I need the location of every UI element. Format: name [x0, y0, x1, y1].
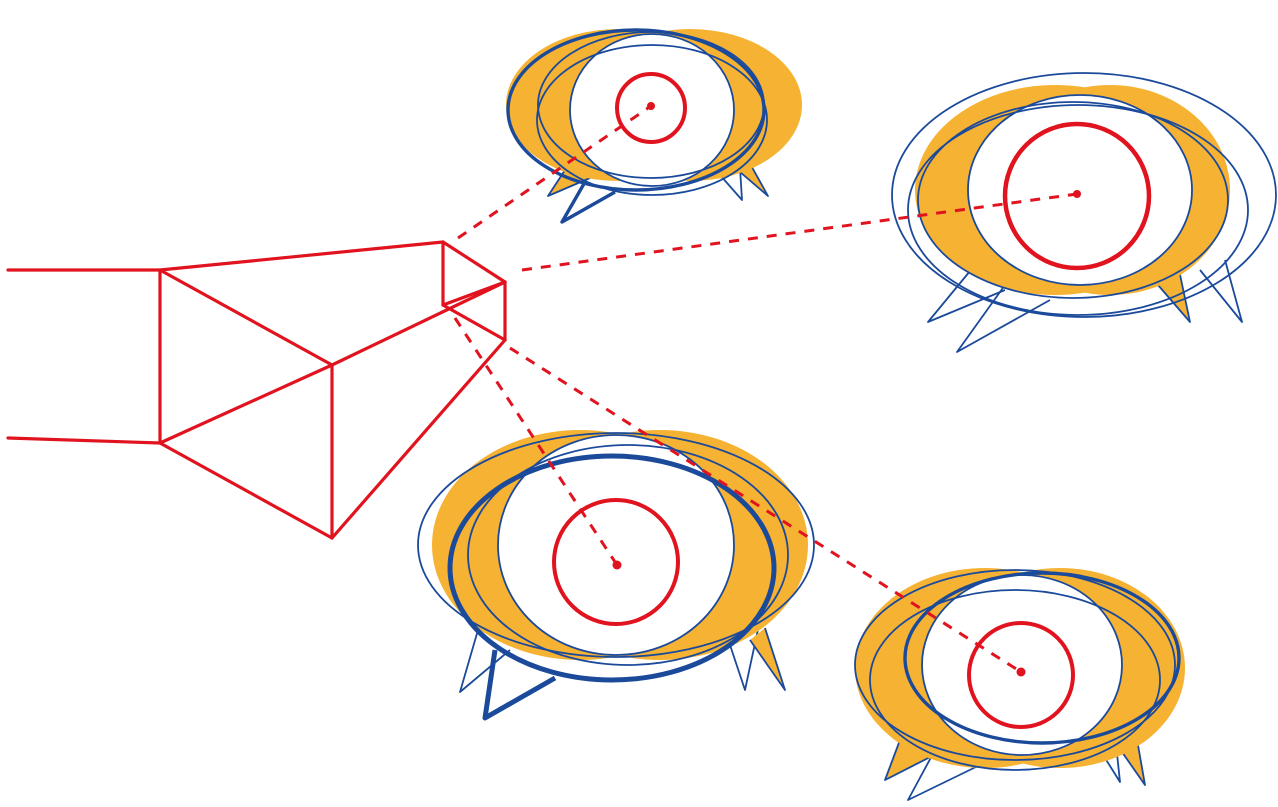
projector-edge-11	[441, 240, 507, 284]
projector-edge-5	[158, 268, 334, 367]
projector-edge-15	[330, 338, 507, 540]
projection-beam-4	[509, 346, 1022, 674]
bubble-tail-3	[956, 284, 1051, 353]
bubble-tail-3	[560, 181, 616, 224]
target-ring	[967, 621, 1075, 729]
speech-bubble-icon-3	[869, 589, 1161, 771]
bubble-tail-4	[1199, 259, 1243, 323]
projector-edge-13	[441, 303, 507, 342]
speech-bubble-icon-1	[417, 432, 815, 658]
bubble-inner-1	[497, 434, 735, 656]
speech-bubble-icon-1	[854, 569, 1176, 761]
speech-bubble-icon-2	[903, 571, 1181, 745]
speech-bubble-layer	[417, 28, 1277, 801]
target-ring	[615, 72, 687, 144]
projector-edge-6	[158, 363, 334, 445]
target-ring	[1002, 121, 1152, 271]
projection-beam-1	[457, 104, 652, 240]
speech-bubble-icon-1	[891, 72, 1277, 318]
speech-bubble-icon-2	[506, 28, 766, 192]
speech-bubble-icon-2	[917, 101, 1229, 299]
speech-bubble-group-right	[891, 72, 1277, 353]
target-center-dot	[612, 560, 622, 570]
target-circle-icon-3	[552, 498, 680, 626]
target-center-dot	[1073, 190, 1081, 198]
speech-bubble-group-top	[506, 28, 802, 224]
projector-outline-icon	[6, 240, 507, 540]
projection-beam-layer	[453, 104, 1078, 674]
speech-bubble-icon-3	[536, 44, 768, 196]
speech-bubble-icon-3	[467, 444, 789, 666]
speech-bubble-icon-3	[907, 104, 1249, 316]
bubble-tail-1	[547, 169, 591, 197]
target-circle-icon-4	[967, 621, 1075, 729]
speech-bubble-group-bottom-right	[854, 568, 1185, 801]
target-center-dot	[1016, 667, 1026, 677]
target-center-dot	[647, 102, 655, 110]
projector-edge-4	[158, 240, 445, 272]
target-ring	[552, 498, 680, 626]
bubble-inner-1	[569, 33, 735, 187]
bubble-tail-1	[927, 264, 1006, 323]
projector-edge-14	[441, 280, 507, 307]
target-circle-icon-1	[615, 72, 687, 144]
bubble-tail-4	[749, 627, 786, 691]
bubble-tail-3	[482, 649, 557, 721]
projector-edge-2	[6, 436, 162, 445]
bubble-tail-3	[907, 749, 981, 801]
speech-bubble-icon-2	[447, 453, 777, 683]
projector-edge-9	[330, 280, 507, 367]
target-circle-icon-2	[1002, 121, 1152, 271]
speech-bubble-group-bottom-center	[417, 430, 815, 721]
target-layer	[552, 72, 1152, 729]
bubble-tail-4	[719, 167, 743, 201]
projector-edge-8	[158, 441, 334, 540]
